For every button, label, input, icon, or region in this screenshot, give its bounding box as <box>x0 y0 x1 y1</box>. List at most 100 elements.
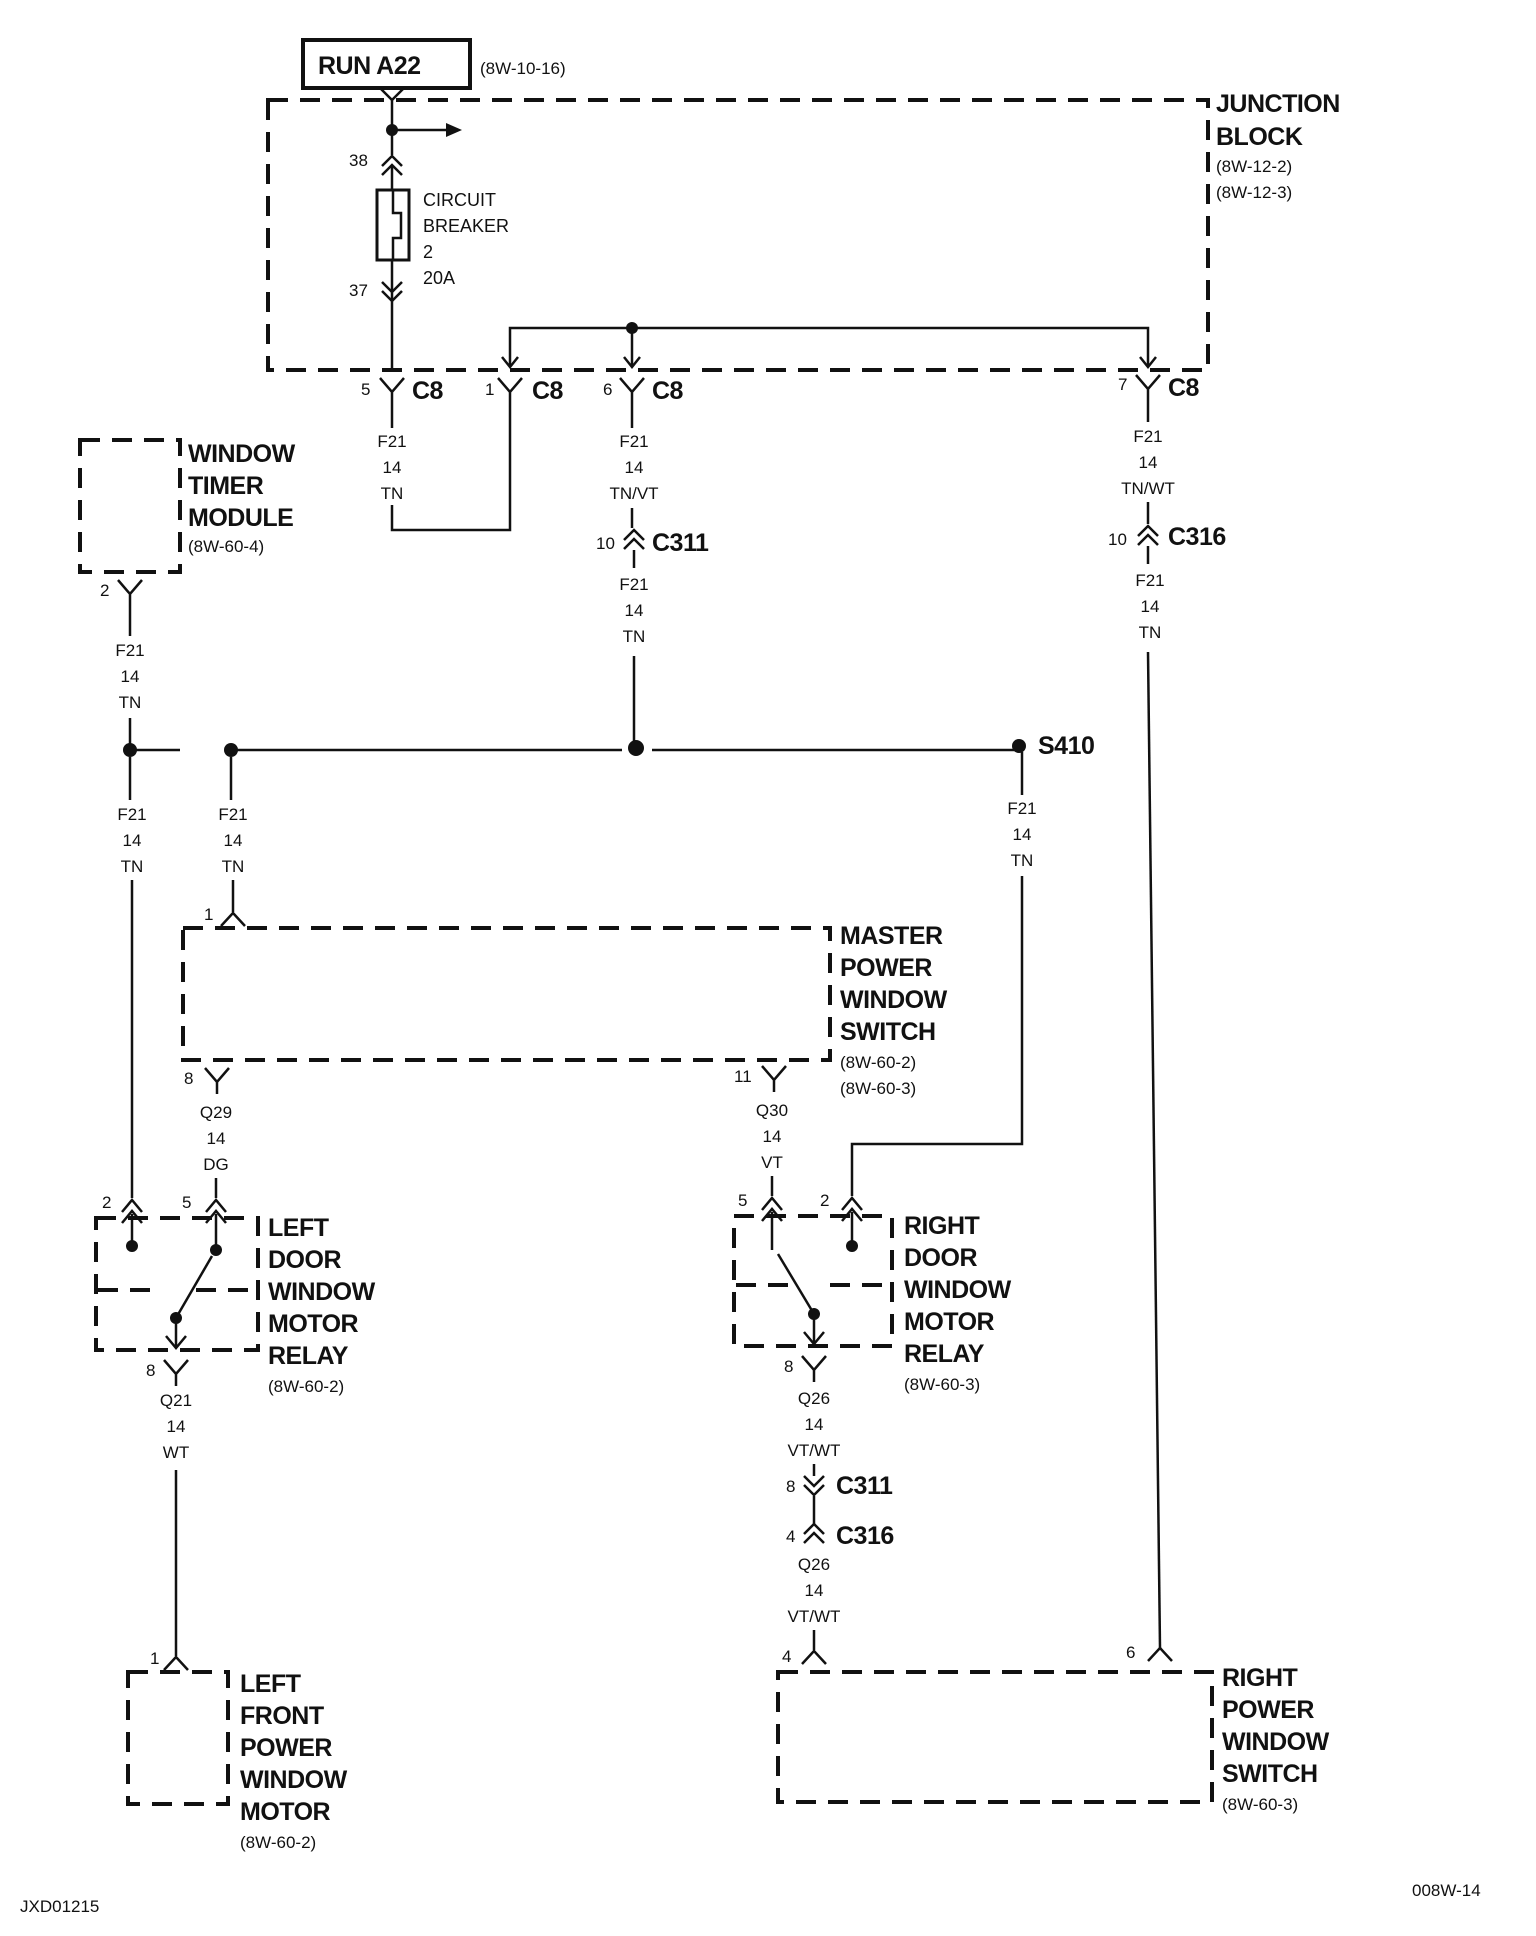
jb-arrow-c8-7 <box>1139 356 1157 370</box>
c8-pin1-name: C8 <box>532 377 564 405</box>
junction-block-title-1: JUNCTION <box>1216 90 1340 118</box>
wl-c8-6-1: F21 <box>619 432 648 451</box>
wl-q29-3: DG <box>203 1155 229 1174</box>
c316-4-pin: 4 <box>786 1527 795 1546</box>
c316-10-name: C316 <box>1168 523 1226 551</box>
left-motor-title-5: MOTOR <box>240 1798 331 1826</box>
left-relay-pin8-arrow <box>165 1335 187 1350</box>
wl-mpws-3: TN <box>222 857 245 876</box>
right-relay-pin5-pin: 5 <box>738 1191 747 1210</box>
wl-c316-below-3: TN <box>1139 623 1162 642</box>
right-relay-pin8-pin: 8 <box>784 1357 793 1376</box>
wl-c8-5-3: TN <box>381 484 404 503</box>
c316-4-symbol <box>803 1522 825 1544</box>
mpws-pin11-pin: 11 <box>734 1067 752 1086</box>
c8-pin5-symbol <box>379 377 405 404</box>
splice-s410-label: S410 <box>1038 732 1094 760</box>
wl-q21-1: Q21 <box>160 1391 192 1410</box>
left-motor-pin1-pin: 1 <box>150 1649 159 1668</box>
left-relay-title-3: WINDOW <box>268 1278 376 1306</box>
wl-q30-3: VT <box>761 1153 783 1172</box>
wl-left-relay-3: TN <box>121 857 144 876</box>
c311-10-symbol <box>623 528 645 550</box>
left-motor-title-1: LEFT <box>240 1670 301 1698</box>
c8-pin6-pin: 6 <box>603 380 612 399</box>
window-timer-module-outline <box>78 438 182 574</box>
right-switch-title-4: SWITCH <box>1222 1760 1318 1788</box>
c316-4-name: C316 <box>836 1522 894 1550</box>
wl-c8-7-2: 14 <box>1139 453 1158 472</box>
c316-10-pin: 10 <box>1108 530 1127 549</box>
wire-c8-5-to-c8-1 <box>390 404 512 532</box>
wl-q29-2: 14 <box>207 1129 226 1148</box>
wl-mpws-1: F21 <box>218 805 247 824</box>
mpws-pin1-pin: 1 <box>204 905 213 924</box>
mpws-ref-1: (8W-60-2) <box>840 1053 916 1072</box>
left-relay-title-2: DOOR <box>268 1246 341 1274</box>
bus-dot-left-relay <box>123 743 137 757</box>
right-relay-title-3: WINDOW <box>904 1276 1012 1304</box>
bus-dot-mpws <box>224 743 238 757</box>
wl-q26b-3: VT/WT <box>788 1607 841 1626</box>
wl-c316-below-2: 14 <box>1141 597 1160 616</box>
wtm-pin2-pin: 2 <box>100 581 109 600</box>
cb-label-4: 20A <box>423 268 455 288</box>
feed-branch-arrowhead <box>446 123 462 137</box>
wl-s410-2: 14 <box>1013 825 1032 844</box>
mpws-title-3: WINDOW <box>840 986 948 1014</box>
wl-mpws-2: 14 <box>224 831 243 850</box>
run-a22-box <box>301 38 472 90</box>
wire-s410-to-right-relay <box>850 876 1024 1196</box>
wtm-pin2-symbol <box>117 579 143 606</box>
wl-c8-6-2: 14 <box>625 458 644 477</box>
cb-pin-38-symbol <box>381 154 403 176</box>
footer-right-code: 008W-14 <box>1412 1881 1481 1900</box>
right-relay-title-2: DOOR <box>904 1244 977 1272</box>
c8-pin1-pin: 1 <box>485 380 494 399</box>
right-relay-title-1: RIGHT <box>904 1212 980 1240</box>
wl-c311-below-1: F21 <box>619 575 648 594</box>
right-switch-pin4-pin: 4 <box>782 1647 791 1666</box>
c8-pin7-name: C8 <box>1168 374 1200 402</box>
mpws-title-2: POWER <box>840 954 932 982</box>
wl-q21-2: 14 <box>167 1417 186 1436</box>
junction-block-outline <box>266 98 1210 372</box>
run-a22-ref: (8W-10-16) <box>480 59 566 78</box>
wl-wtm-3: TN <box>119 693 142 712</box>
left-relay-switch-arm <box>174 1255 214 1319</box>
left-motor-ref: (8W-60-2) <box>240 1833 316 1852</box>
left-relay-pin8-pin: 8 <box>146 1361 155 1380</box>
left-relay-outline <box>94 1216 260 1352</box>
wl-c8-5-2: 14 <box>383 458 402 477</box>
wl-q26a-2: 14 <box>805 1415 824 1434</box>
wtm-title-3: MODULE <box>188 504 293 532</box>
wl-s410-3: TN <box>1011 851 1034 870</box>
wl-q26b-1: Q26 <box>798 1555 830 1574</box>
jb-internal-bus <box>508 326 1150 365</box>
run-a22-label: RUN A22 <box>318 52 421 80</box>
cb-label-1: CIRCUIT <box>423 190 496 210</box>
left-motor-title-3: POWER <box>240 1734 332 1762</box>
left-relay-contact-2-dot <box>126 1240 138 1252</box>
cb-pin-38-label: 38 <box>349 151 368 170</box>
mpws-pin8-pin: 8 <box>184 1069 193 1088</box>
wl-c8-6-3: TN/VT <box>609 484 658 503</box>
circuit-breaker-element <box>391 190 403 260</box>
wl-q26a-1: Q26 <box>798 1389 830 1408</box>
left-relay-title-5: RELAY <box>268 1342 349 1370</box>
right-relay-contact-2-dot <box>846 1240 858 1252</box>
left-relay-title-1: LEFT <box>268 1214 329 1242</box>
left-motor-pin1-symbol <box>163 1655 189 1671</box>
left-motor-title-2: FRONT <box>240 1702 324 1730</box>
left-relay-pin8-symbol <box>163 1359 189 1386</box>
right-relay-pin8-symbol <box>801 1355 827 1382</box>
wl-q30-2: 14 <box>763 1127 782 1146</box>
wl-wtm-2: 14 <box>121 667 140 686</box>
c8-pin7-symbol <box>1135 374 1161 401</box>
c8-pin7-pin: 7 <box>1118 375 1127 394</box>
wl-q21-3: WT <box>163 1443 189 1462</box>
master-power-window-switch-outline <box>181 926 832 1062</box>
wtm-ref: (8W-60-4) <box>188 537 264 556</box>
wl-q29-1: Q29 <box>200 1103 232 1122</box>
jb-arrow-c8-6 <box>623 356 641 370</box>
